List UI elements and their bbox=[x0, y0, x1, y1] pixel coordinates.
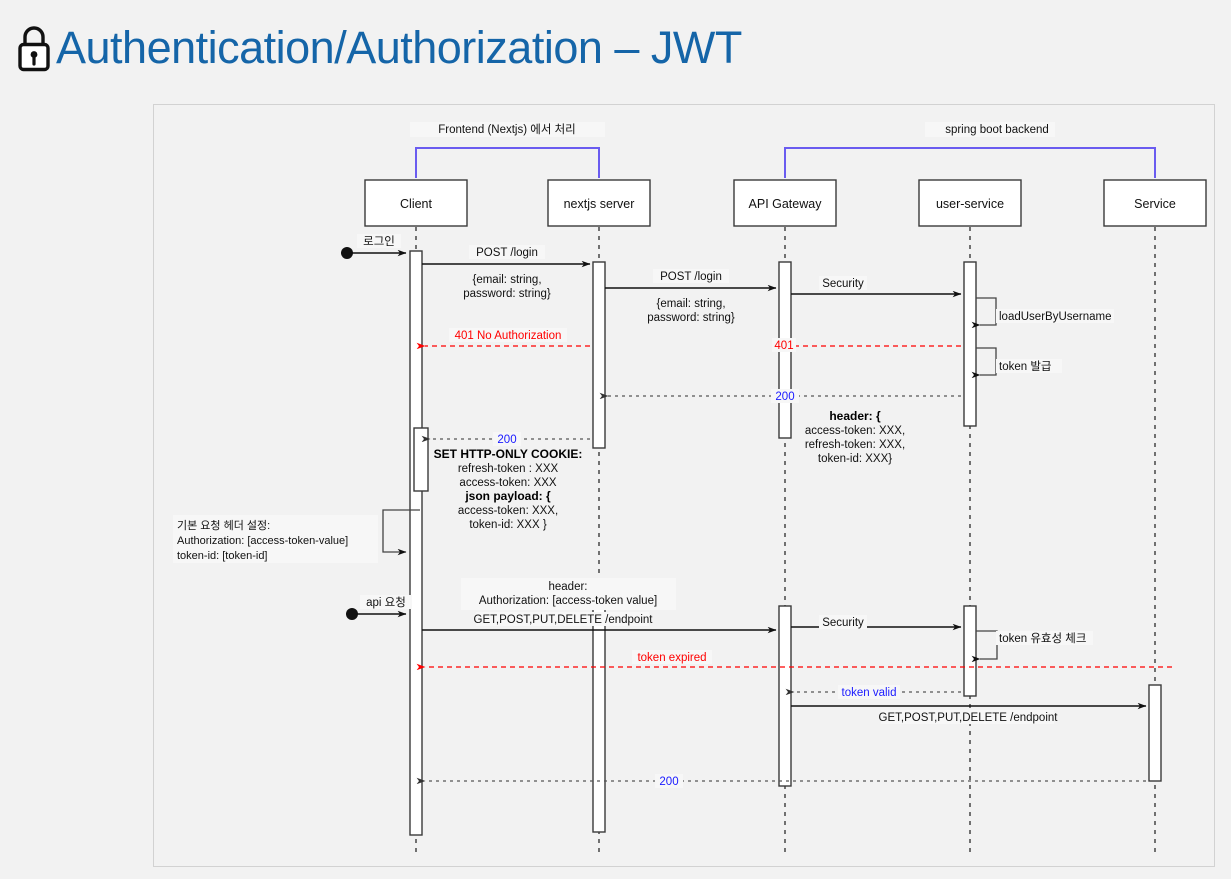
note-default-header-line1: 기본 요청 헤더 설정: bbox=[177, 519, 270, 532]
message-load-user-by-username: loadUserByUsername bbox=[971, 297, 1114, 329]
message-api-request: api 요청 bbox=[346, 595, 412, 620]
note-default-header-line2: Authorization: [access-token-value] bbox=[177, 535, 348, 547]
message-default-request-header: 기본 요청 헤더 설정: Authorization: [access-toke… bbox=[173, 509, 420, 563]
message-token-expired: token expired bbox=[416, 650, 1172, 671]
message-endpoint-request: header: Authorization: [access-token val… bbox=[422, 578, 777, 634]
message-label-security-2: Security bbox=[822, 617, 864, 629]
cookie-note-line2: refresh-token : XXX bbox=[458, 463, 559, 475]
message-note-header-line1: header: { bbox=[829, 409, 881, 423]
message-label-login: 로그인 bbox=[363, 235, 395, 248]
message-token-valid: token valid bbox=[785, 685, 961, 699]
message-note-post-login-1-line2: password: string} bbox=[463, 288, 551, 300]
message-label-token-validity-check: token 유효성 체크 bbox=[999, 632, 1086, 645]
message-401-no-authorization: 401 No Authorization bbox=[416, 328, 590, 350]
message-label-token-valid: token valid bbox=[842, 687, 897, 699]
note-default-header-line3: token-id: [token-id] bbox=[177, 550, 268, 562]
cookie-note-line4: json payload: { bbox=[464, 489, 551, 503]
message-note-post-login-2-line1: {email: string, bbox=[656, 298, 725, 310]
message-endpoint-forward: GET,POST,PUT,DELETE /endpoint bbox=[791, 702, 1147, 724]
message-label-200-nextjs: 200 bbox=[497, 434, 516, 446]
cookie-note-line6: token-id: XXX } bbox=[469, 519, 547, 531]
message-label-200-userservice: 200 bbox=[775, 391, 794, 403]
cookie-note-line5: access-token: XXX, bbox=[458, 505, 558, 517]
endpoint-header-note-line2: Authorization: [access-token value] bbox=[479, 595, 657, 607]
message-label-endpoint-forward: GET,POST,PUT,DELETE /endpoint bbox=[879, 712, 1059, 724]
message-200-final: 200 bbox=[416, 774, 1146, 788]
message-note-post-login-2-line2: password: string} bbox=[647, 312, 735, 324]
message-200-nextjs: 200 SET HTTP-ONLY COOKIE: refresh-token … bbox=[421, 432, 590, 531]
message-label-api-request: api 요청 bbox=[366, 596, 406, 609]
message-label-401-no-authorization: 401 No Authorization bbox=[455, 330, 562, 342]
activation-userservice-1 bbox=[963, 261, 977, 427]
participant-nextjs-server[interactable]: nextjs server bbox=[547, 179, 651, 227]
message-label-token-issue: token 발급 bbox=[999, 360, 1052, 373]
message-login: 로그인 bbox=[341, 234, 407, 259]
message-label-post-login-2: POST /login bbox=[660, 271, 722, 283]
group-label-frontend: Frontend (Nextjs) 에서 처리 bbox=[438, 123, 576, 136]
message-post-login-1: POST /login {email: string, password: st… bbox=[422, 245, 591, 300]
group-bracket-frontend: Frontend (Nextjs) 에서 처리 bbox=[410, 122, 605, 178]
participant-user-service[interactable]: user-service bbox=[918, 179, 1022, 227]
message-200-userservice: 200 header: { access-token: XXX, refresh… bbox=[599, 389, 961, 465]
group-bracket-backend: spring boot backend bbox=[784, 122, 1156, 178]
message-label-endpoint-request: GET,POST,PUT,DELETE /endpoint bbox=[474, 614, 654, 626]
participant-label-api-gateway: API Gateway bbox=[749, 197, 823, 211]
message-token-issue: token 발급 bbox=[971, 347, 1062, 379]
message-label-401: 401 bbox=[774, 340, 793, 352]
message-label-security-1: Security bbox=[822, 278, 864, 290]
message-label-load-user-by-username: loadUserByUsername bbox=[999, 311, 1112, 323]
message-note-header-line3: refresh-token: XXX, bbox=[805, 439, 905, 451]
message-note-header-line2: access-token: XXX, bbox=[805, 425, 905, 437]
message-post-login-2: POST /login {email: string, password: st… bbox=[605, 269, 777, 324]
cookie-note-line3: access-token: XXX bbox=[459, 477, 556, 489]
activation-service-1 bbox=[1148, 684, 1162, 782]
endpoint-header-note-line1: header: bbox=[548, 581, 587, 593]
participant-service[interactable]: Service bbox=[1103, 179, 1207, 227]
participant-api-gateway[interactable]: API Gateway bbox=[733, 179, 837, 227]
message-security-2: Security bbox=[791, 615, 962, 631]
activation-client-main bbox=[409, 250, 423, 836]
participant-label-client: Client bbox=[400, 197, 432, 211]
diagram-frame bbox=[153, 104, 1215, 867]
page-title-bar: Authentication/Authorization – JWT bbox=[0, 0, 1231, 96]
message-label-post-login-1: POST /login bbox=[476, 247, 538, 259]
lock-icon bbox=[18, 26, 50, 72]
cookie-note-line1: SET HTTP-ONLY COOKIE: bbox=[434, 447, 583, 461]
activation-client-nested bbox=[413, 427, 429, 492]
participant-client[interactable]: Client bbox=[364, 179, 468, 227]
activation-userservice-2 bbox=[963, 605, 977, 697]
activation-nextjs-1 bbox=[592, 261, 606, 449]
message-note-post-login-1-line1: {email: string, bbox=[472, 274, 541, 286]
message-security-1: Security bbox=[791, 276, 962, 298]
group-label-backend: spring boot backend bbox=[945, 124, 1049, 136]
message-token-validity-check: token 유효성 체크 bbox=[971, 630, 1093, 663]
participant-label-nextjs-server: nextjs server bbox=[564, 197, 635, 211]
participant-label-user-service: user-service bbox=[936, 197, 1004, 211]
message-401: 401 bbox=[772, 338, 961, 352]
message-label-200-final: 200 bbox=[659, 776, 678, 788]
activation-gateway-2 bbox=[778, 605, 792, 787]
message-label-token-expired: token expired bbox=[637, 652, 706, 664]
message-note-header-line4: token-id: XXX} bbox=[818, 453, 892, 465]
page-title: Authentication/Authorization – JWT bbox=[56, 22, 742, 73]
participant-label-service: Service bbox=[1134, 197, 1176, 211]
activation-nextjs-2 bbox=[592, 607, 606, 833]
